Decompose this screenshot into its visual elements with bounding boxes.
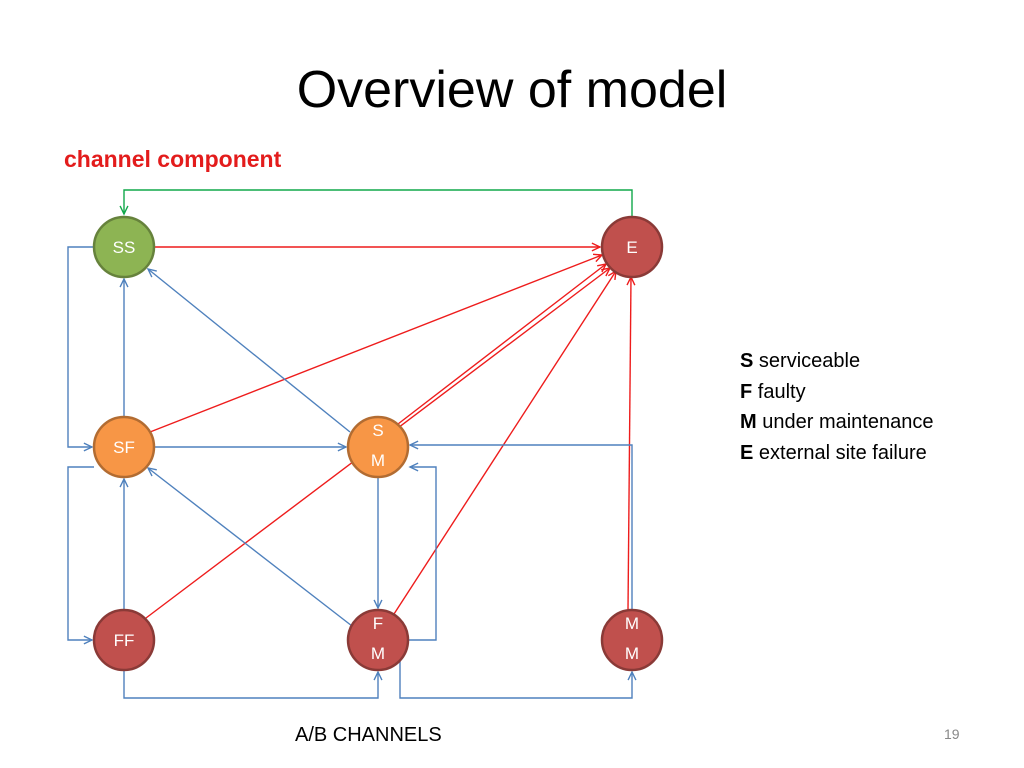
node-label: FF — [114, 631, 135, 650]
edge-line — [147, 467, 353, 627]
node-circle — [346, 415, 410, 479]
edge-line — [627, 276, 632, 611]
node-circle — [92, 415, 156, 479]
node-circle — [346, 608, 410, 672]
node-circle — [92, 215, 156, 279]
node-circle — [600, 608, 664, 672]
edge-fm-to-mm — [399, 660, 637, 699]
legend-item: M under maintenance — [740, 407, 933, 438]
arrowhead — [408, 462, 419, 472]
edge-sf-to-sm — [154, 442, 348, 452]
edge-sm-to-e — [397, 263, 608, 425]
edge-e-to-ss — [119, 189, 633, 216]
edge-mm-to-sm — [408, 440, 633, 610]
legend-text: faulty — [757, 380, 806, 403]
edge-line — [393, 270, 617, 615]
edge-ff-to-sf — [119, 477, 129, 610]
edge-line — [149, 254, 603, 433]
node-fm: FM — [346, 608, 410, 672]
slide-title: Overview of model — [296, 61, 728, 119]
arrowhead — [83, 635, 94, 645]
node-label: M — [625, 614, 639, 633]
node-sf: SF — [92, 415, 156, 479]
node-label: S — [372, 421, 383, 440]
node-label: M — [371, 644, 385, 663]
edge-line — [410, 444, 633, 610]
edge-sm-to-fm — [373, 477, 383, 610]
legend-text: under maintenance — [762, 411, 934, 433]
edge-line — [123, 189, 633, 216]
legend-text: external site failure — [758, 441, 927, 464]
node-mm: MM — [600, 608, 664, 672]
footer-label: A/B CHANNELS — [295, 724, 442, 746]
edge-sm-to-ss — [146, 267, 351, 433]
node-label: SS — [113, 238, 136, 257]
edge-ff-to-fm — [123, 670, 383, 699]
page-number: 19 — [944, 726, 960, 742]
arrowhead — [627, 670, 637, 681]
node-label: F — [373, 614, 383, 633]
edge-fm-to-sm — [408, 462, 437, 641]
arrowhead — [373, 599, 383, 610]
arrowhead — [119, 277, 129, 288]
legend-text: serviceable — [758, 350, 861, 372]
edges-layer — [67, 189, 637, 699]
edge-sf-to-ff — [67, 466, 94, 645]
edge-sf-to-ss — [119, 277, 129, 417]
edge-line — [399, 660, 633, 699]
node-sm: SM — [346, 415, 410, 479]
legend-item: E external site failure — [740, 438, 933, 469]
node-circle — [92, 608, 156, 672]
node-e: E — [600, 215, 664, 279]
diagram-subtitle: channel component — [64, 146, 282, 172]
node-circle — [600, 215, 664, 279]
edge-line — [123, 670, 379, 699]
legend-key: F — [740, 380, 753, 403]
legend-item: F faulty — [740, 377, 933, 408]
legend-item: S serviceable — [740, 346, 933, 377]
edge-fm-to-sf — [146, 467, 353, 627]
arrowhead — [119, 477, 129, 488]
arrowhead — [373, 670, 383, 681]
arrowhead — [83, 442, 94, 452]
node-label: M — [371, 451, 385, 470]
edge-line — [397, 263, 607, 425]
arrowhead — [408, 440, 419, 450]
edge-ss-to-e — [154, 242, 602, 252]
node-ff: FF — [92, 608, 156, 672]
legend-key: E — [740, 441, 754, 464]
node-label: E — [626, 238, 637, 257]
edge-sf-to-e — [149, 253, 604, 433]
arrowhead — [591, 242, 602, 252]
arrowhead — [146, 267, 157, 278]
edge-fm-to-e — [393, 269, 617, 615]
edge-ss-to-sf — [67, 246, 94, 452]
edge-mm-to-e — [626, 275, 636, 611]
arrowhead — [119, 205, 129, 216]
edge-line — [147, 268, 351, 433]
legend-key: M — [740, 411, 757, 433]
node-label: M — [625, 644, 639, 663]
edge-line — [408, 466, 437, 641]
arrowhead — [146, 467, 157, 477]
node-ss: SS — [92, 215, 156, 279]
edge-line — [67, 246, 94, 448]
edge-line — [67, 466, 94, 641]
legend: S serviceable F faulty M under maintenan… — [740, 346, 933, 468]
arrowhead — [337, 442, 348, 452]
node-label: SF — [113, 438, 135, 457]
legend-key: S — [740, 350, 754, 372]
